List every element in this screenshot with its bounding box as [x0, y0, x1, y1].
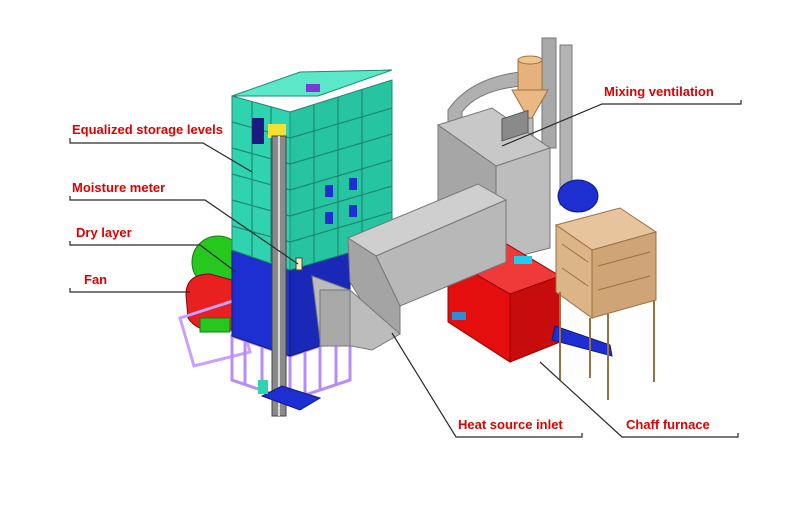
furnace-door [501, 109, 529, 142]
hot-air-duct [311, 183, 508, 351]
leader-mixing-ventilation [501, 100, 742, 147]
leader-equalized-storage [69, 138, 253, 173]
leader-moisture-meter [69, 196, 299, 265]
tower-inner-slots [325, 178, 357, 224]
label-equalized-storage-levels: Equalized storage levels [72, 122, 223, 137]
tower-top-dark [252, 118, 264, 144]
labels: Equalized storage levels Moisture meter … [72, 84, 714, 432]
label-heat-source-inlet: Heat source inlet [458, 417, 563, 432]
leader-heat-source-inlet [391, 332, 583, 438]
furnace-inlet-pipe [452, 312, 466, 320]
duct-outlet-front [319, 289, 351, 347]
furnace-window [514, 256, 532, 264]
label-mixing-ventilation: Mixing ventilation [604, 84, 714, 99]
dryer-tower [230, 69, 393, 417]
leader-chaff-furnace [539, 361, 739, 438]
leader-dry-layer [69, 241, 237, 273]
moisture-meter-box [295, 257, 303, 271]
leader-lines [69, 100, 742, 438]
label-chaff-furnace: Chaff furnace [626, 417, 710, 432]
tower-top [231, 69, 393, 97]
label-fan: Fan [84, 272, 107, 287]
screw-conveyor [551, 325, 613, 357]
cyclone-separator [511, 55, 549, 141]
label-dry-layer: Dry layer [76, 225, 132, 240]
blower-fan-blue [557, 179, 599, 213]
label-moisture-meter: Moisture meter [72, 180, 165, 195]
tower-bottom-base [260, 385, 322, 411]
tower-top-yellow [268, 124, 286, 138]
fan-base-frame [178, 298, 252, 368]
tower-bottom-cyan [258, 380, 268, 394]
leader-fan [69, 288, 190, 293]
chaff-hopper [554, 207, 658, 400]
fan-motor [199, 317, 231, 333]
tower-roof-vent [306, 84, 320, 92]
